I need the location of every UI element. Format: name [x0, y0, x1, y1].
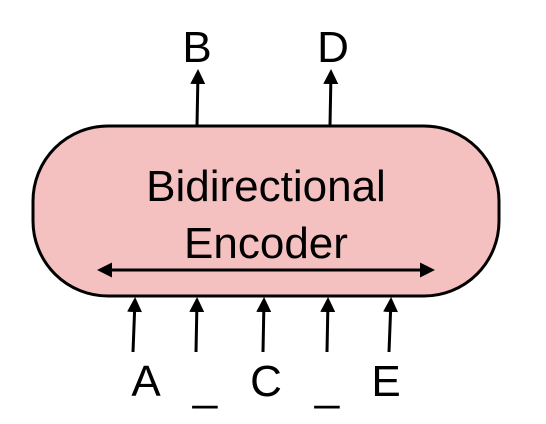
input-arrow-blank-2: [320, 297, 336, 353]
input-label-blank-1: _: [192, 361, 218, 410]
input-label-c: C: [250, 357, 282, 406]
output-label-b: B: [182, 23, 211, 72]
output-arrow-b: [190, 69, 206, 127]
input-label-e: E: [371, 357, 400, 406]
input-label-blank-2: _: [314, 361, 340, 410]
encoder-title-line1: Bidirectional: [146, 162, 386, 211]
input-arrow-a: [127, 297, 143, 353]
output-arrow-d: [323, 69, 339, 127]
input-label-a: A: [131, 357, 161, 406]
encoder-title-line2: Encoder: [184, 219, 348, 268]
output-label-d: D: [317, 23, 349, 72]
input-arrow-e: [383, 297, 399, 353]
input-arrow-blank-1: [189, 297, 205, 353]
input-arrow-c: [256, 297, 272, 353]
encoder-box: [31, 124, 501, 298]
